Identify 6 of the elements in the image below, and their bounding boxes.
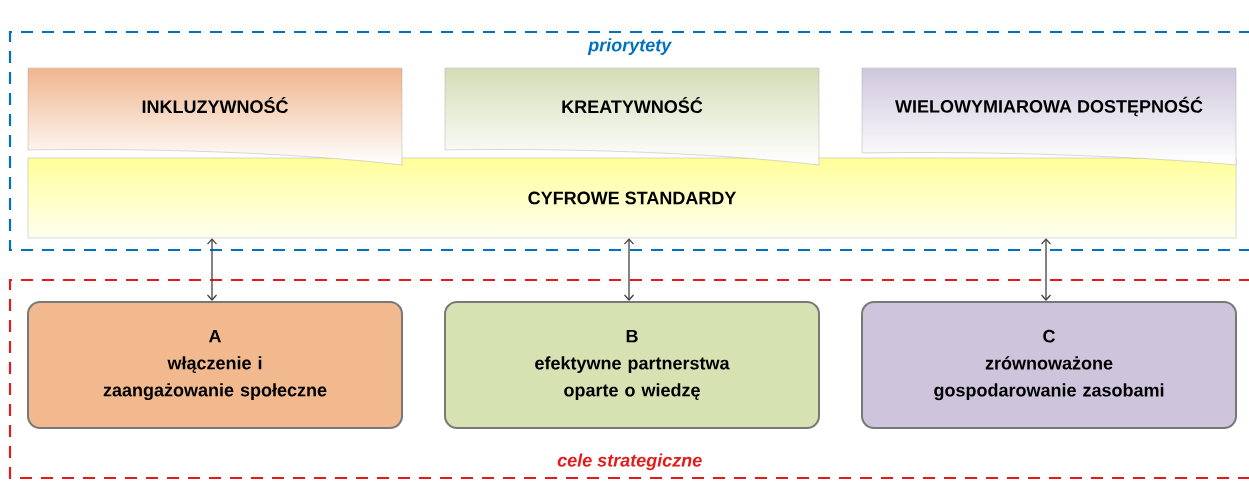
arrow [1040, 238, 1052, 301]
goal-box: C zrównoważone gospodarowanie zasobami [861, 301, 1237, 429]
arrow [623, 238, 635, 301]
goal-box: A włączenie i zaangażowanie społeczne [27, 301, 403, 429]
goal-box: B efektywne partnerstwa oparte o wiedzę [444, 301, 820, 429]
arrow [206, 238, 218, 301]
